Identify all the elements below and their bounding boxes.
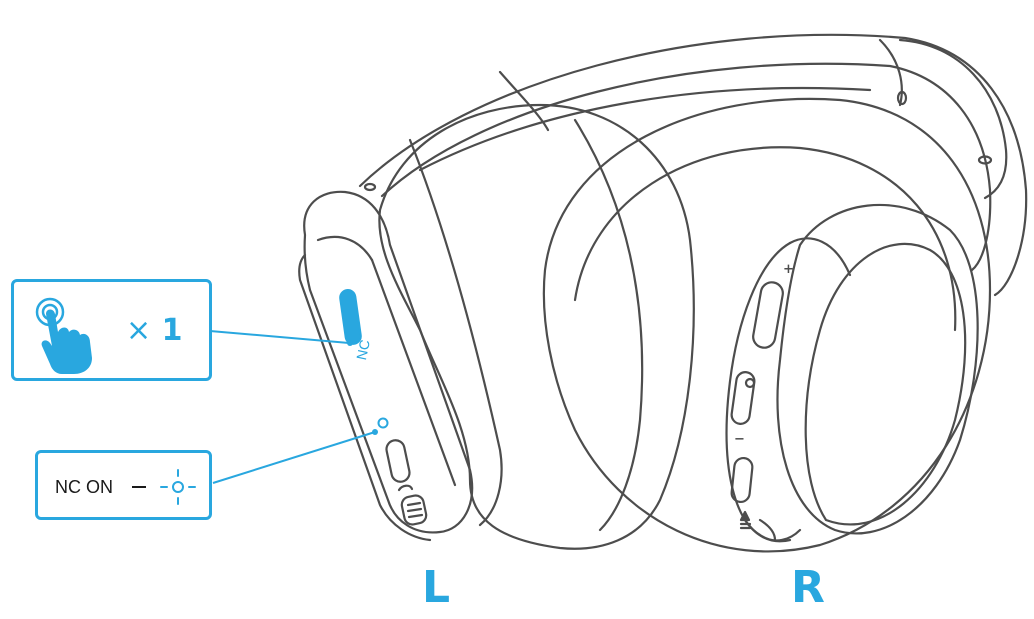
right-ear-cushion: [542, 97, 992, 553]
right-side-label: R: [791, 562, 825, 613]
nc-on-text: NC ON: [55, 477, 113, 497]
multiplier-sign: ×: [126, 313, 152, 348]
left-side-label: L: [422, 562, 451, 613]
volume-plus-label: +: [783, 262, 794, 277]
status-led: [377, 417, 389, 429]
finger-tap-icon: [35, 297, 92, 374]
dash-separator: [132, 486, 146, 488]
headband: [358, 33, 1028, 297]
led-blink-icon: [160, 469, 196, 505]
volume-minus-label: −: [734, 432, 745, 447]
tap-callout: × 1: [11, 279, 212, 381]
tap-leader-line: [209, 330, 350, 344]
left-ear-cushion: [378, 103, 695, 550]
led-leader-line: [212, 431, 376, 484]
status-callout: NC ON: [35, 450, 212, 520]
right-ear-cup: [725, 203, 979, 543]
tap-count: 1: [161, 313, 183, 348]
left-ear-cup: [298, 190, 474, 542]
nc-button: [339, 289, 362, 345]
